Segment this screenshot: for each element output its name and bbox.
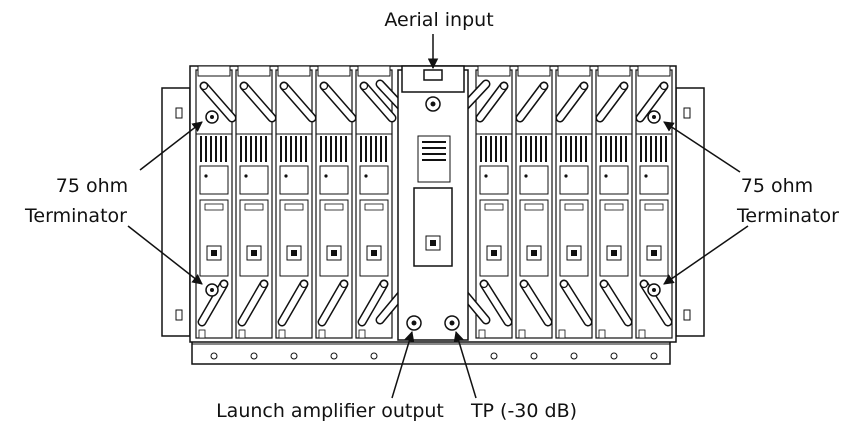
launch-amplifier-output-label: Launch amplifier output (216, 400, 444, 422)
terminator-bottom-right (647, 283, 661, 297)
tp-connector (444, 315, 460, 331)
aerial-input-connector (423, 69, 443, 112)
module-card (515, 65, 553, 360)
terminator-top-right (647, 110, 661, 124)
module-card (195, 65, 237, 360)
module-card (635, 65, 673, 360)
module-card (555, 65, 593, 360)
tp-label: TP (-30 dB) (470, 400, 577, 422)
terminator-bottom-left (205, 283, 219, 297)
terminator-top-left (205, 110, 219, 124)
module-card (355, 65, 397, 360)
right-mounting-bracket (675, 87, 705, 337)
launch-amplifier-output-connector (406, 315, 422, 331)
module-card (275, 65, 317, 360)
terminator-right-arrow-top (663, 121, 741, 173)
terminator-left-label-line2: Terminator (24, 205, 127, 227)
left-mounting-bracket (161, 87, 191, 337)
module-card (235, 65, 277, 360)
module-card (475, 65, 513, 360)
aerial-input-label: Aerial input (384, 9, 493, 31)
terminator-right-arrow-bottom (663, 225, 749, 285)
module-card (595, 65, 633, 360)
terminator-left-label-line1: 75 ohm (56, 175, 128, 197)
module-card (315, 65, 357, 360)
amplifier-heatsink (422, 141, 446, 161)
terminator-right-label-line2: Terminator (736, 205, 839, 227)
launch-amplifier-output-arrow (391, 330, 415, 399)
terminator-left-arrow-bottom (127, 225, 203, 285)
terminator-right-label-line1: 75 ohm (741, 175, 813, 197)
module-cards (195, 65, 673, 360)
terminator-left-arrow-top (139, 121, 203, 171)
tp-arrow (453, 330, 477, 399)
